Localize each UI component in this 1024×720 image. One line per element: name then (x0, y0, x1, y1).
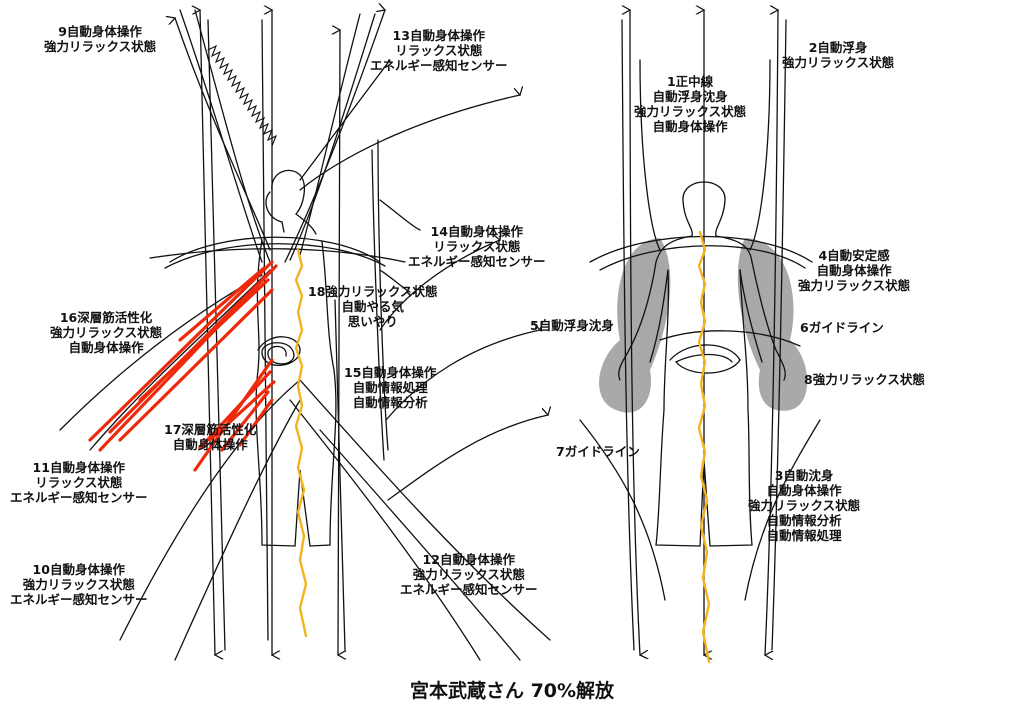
label-12-line-1: 12自動身体操作 (422, 552, 515, 567)
label-11-line-2: リラックス状態 (35, 475, 123, 490)
sweep-curve-13 (299, 95, 520, 191)
label-1-line-3: 強力リラックス状態 (634, 104, 747, 119)
label-8: 8強力リラックス状態 (804, 372, 925, 387)
left-arm-line (175, 18, 271, 251)
label-10: 10自動身体操作 強力リラックス状態 エネルギー感知センサー (10, 562, 148, 607)
red-deep-muscle-strokes (88, 260, 278, 472)
right-vertical-guide-left (630, 10, 640, 655)
label-13-line-1: 13自動身体操作 (392, 28, 485, 43)
left-vertical-guide-2 (338, 30, 340, 655)
label-15-line-1: 15自動身体操作 (344, 365, 437, 380)
label-5-line-1: 5自動浮身沈身 (530, 318, 614, 333)
label-3-line-4: 自動情報分析 (766, 513, 842, 528)
lower-sweep-right (299, 379, 551, 641)
label-6: 6ガイドライン (800, 320, 884, 335)
label-18-line-3: 思いやり (347, 314, 398, 329)
label-17: 17深層筋活性化 自動身体操作 (164, 422, 256, 452)
label-7-line-1: 7ガイドライン (556, 444, 640, 459)
label-5: 5自動浮身沈身 (530, 318, 614, 333)
label-17-line-2: 自動身体操作 (172, 437, 248, 452)
label-16-line-1: 16深層筋活性化 (59, 310, 153, 325)
label-10-line-1: 10自動身体操作 (32, 562, 125, 577)
left-orange-spine (294, 248, 308, 638)
label-14-line-3: エネルギー感知センサー (408, 254, 546, 269)
left-vertical-guide-3 (200, 10, 215, 655)
label-1-line-2: 自動浮身沈身 (652, 89, 728, 104)
branch-arrow-2 (385, 330, 540, 421)
label-14-line-2: リラックス状態 (433, 239, 521, 254)
label-9-line-1: 9自動身体操作 (58, 24, 142, 39)
label-1: 1正中線 自動浮身沈身 強力リラックス状態 自動身体操作 (634, 74, 746, 134)
label-10-line-2: 強力リラックス状態 (22, 577, 135, 592)
label-7: 7ガイドライン (556, 444, 640, 459)
label-6-line-1: 6ガイドライン (800, 320, 884, 335)
label-4: 4自動安定感 自動身体操作 強力リラックス状態 (798, 248, 910, 293)
lower-sweep-left (119, 379, 301, 641)
label-3-line-1: 3自動沈身 (774, 468, 834, 483)
right-figure (579, 10, 821, 655)
label-4-line-2: 自動身体操作 (816, 263, 892, 278)
label-9-line-2: 強力リラックス状態 (44, 39, 157, 54)
left-figure (59, 10, 551, 661)
diagram-title: 宮本武蔵さん 70%解放 (409, 680, 615, 702)
label-12-line-2: 強力リラックス状態 (412, 567, 525, 582)
label-10-line-3: エネルギー感知センサー (10, 592, 148, 607)
label-11-line-1: 11自動身体操作 (32, 460, 125, 475)
label-15-line-2: 自動情報処理 (352, 380, 428, 395)
label-8-line-1: 8強力リラックス状態 (804, 372, 925, 387)
label-12: 12自動身体操作 強力リラックス状態 エネルギー感知センサー (400, 552, 538, 597)
label-2: 2自動浮身 強力リラックス状態 (782, 40, 894, 70)
label-1-line-4: 自動身体操作 (652, 119, 728, 134)
left-figure-hip-scribble (257, 336, 301, 366)
label-3-line-2: 自動身体操作 (766, 483, 842, 498)
label-16-line-2: 強力リラックス状態 (50, 325, 163, 340)
label-1-line-1: 1正中線 (666, 74, 714, 89)
left-figure-head (271, 169, 317, 235)
label-14: 14自動身体操作 リラックス状態 エネルギー感知センサー (408, 224, 546, 269)
label-3: 3自動沈身 自動身体操作 強力リラックス状態 自動情報分析 自動情報処理 (748, 468, 860, 543)
label-4-line-3: 強力リラックス状態 (798, 278, 911, 293)
label-3-line-5: 自動情報処理 (766, 528, 842, 543)
label-11-line-3: エネルギー感知センサー (10, 490, 148, 505)
right-orange-spine (697, 230, 711, 664)
label-15: 15自動身体操作 自動情報処理 自動情報分析 (344, 365, 436, 410)
label-13-line-3: エネルギー感知センサー (370, 58, 508, 73)
label-13-line-2: リラックス状態 (395, 43, 483, 58)
label-13: 13自動身体操作 リラックス状態 エネルギー感知センサー (370, 28, 508, 73)
label-15-line-3: 自動情報分析 (352, 395, 428, 410)
label-12-line-3: エネルギー感知センサー (400, 582, 538, 597)
label-18: 18強力リラックス状態 自動やる気 思いやり (308, 284, 438, 329)
label-2-line-2: 強力リラックス状態 (782, 55, 895, 70)
label-16: 16深層筋活性化 強力リラックス状態 自動身体操作 (50, 310, 162, 355)
label-3-line-3: 強力リラックス状態 (748, 498, 861, 513)
label-18-line-1: 18強力リラックス状態 (308, 284, 438, 299)
right-vertical-guide-right (765, 10, 778, 655)
label-17-line-1: 17深層筋活性化 (164, 422, 257, 437)
label-2-line-1: 2自動浮身 (808, 40, 868, 55)
left-shoulder-band (169, 236, 381, 263)
label-14-line-1: 14自動身体操作 (430, 224, 523, 239)
branch-arrow-1 (379, 240, 500, 331)
zigzag-spring (207, 44, 278, 147)
label-4-line-1: 4自動安定感 (818, 248, 890, 263)
label-18-line-2: 自動やる気 (341, 299, 405, 314)
label-11: 11自動身体操作 リラックス状態 エネルギー感知センサー (10, 460, 148, 505)
branch-arrow-3 (387, 415, 548, 501)
label-9: 9自動身体操作 強力リラックス状態 (44, 24, 156, 54)
branch-stem (377, 139, 389, 451)
label-16-line-3: 自動身体操作 (68, 340, 144, 355)
